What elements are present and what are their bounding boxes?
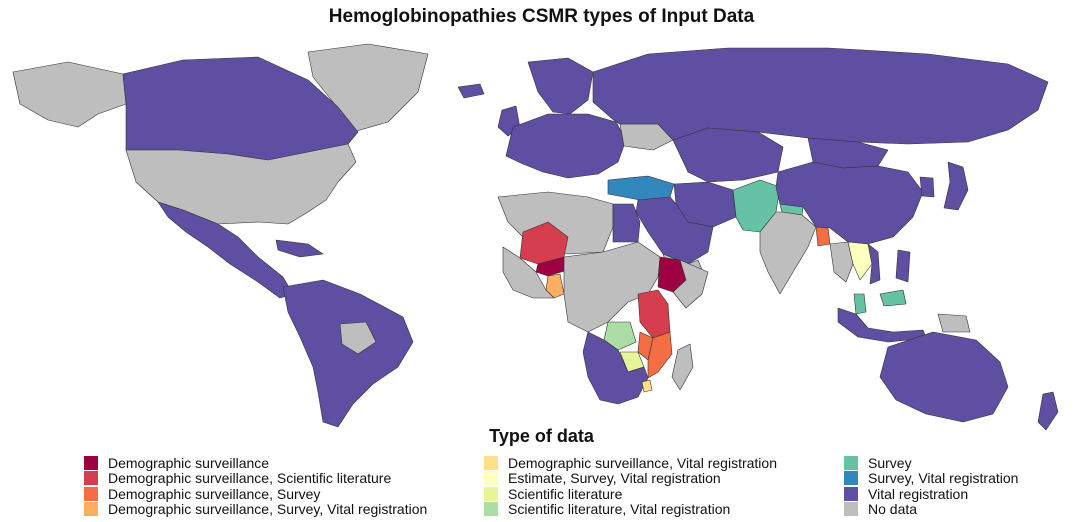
map-title: Hemoglobinopathies CSMR types of Input D…	[328, 6, 755, 27]
legend-item: Scientific literature	[484, 486, 844, 502]
map-region-papua-new-guinea	[937, 313, 971, 333]
legend-swatch	[844, 455, 858, 470]
map-region-usa	[125, 143, 357, 225]
map-region-mozambique	[647, 331, 673, 379]
legend-label: Demographic surveillance, Vital registra…	[508, 454, 777, 471]
legend-title: Type of data	[489, 426, 594, 446]
map-region-zambia	[603, 321, 637, 351]
map-region-korea	[919, 176, 935, 198]
map-region-vietnam-cambodia	[867, 243, 881, 285]
legend-item: Demographic surveillance, Scientific lit…	[84, 470, 484, 487]
map-region-horn-of-africa	[672, 259, 709, 309]
map-region-alaska	[12, 61, 127, 128]
map-region-egypt	[612, 203, 641, 243]
legend-swatch	[84, 502, 98, 517]
legend-item: Estimate, Survey, Vital registration	[484, 470, 844, 487]
legend-item: Survey, Vital registration	[844, 470, 1044, 487]
map-region-new-zealand	[1037, 391, 1059, 431]
legend-label: Scientific literature	[508, 485, 623, 502]
map-region-china	[775, 161, 924, 245]
legend-swatch	[84, 471, 98, 486]
map-region-myanmar	[829, 241, 854, 283]
map-region-malaysia	[853, 289, 907, 315]
map-region-west-africa	[502, 246, 555, 299]
legend-label: Demographic surveillance, Scientific lit…	[108, 470, 392, 487]
legend-item: Survey	[844, 455, 1044, 471]
legend-label: Demographic surveillance, Survey	[108, 485, 321, 502]
map-region-turkey	[607, 175, 675, 201]
legend-item: Demographic surveillance, Survey	[84, 486, 484, 502]
legend-swatch	[844, 471, 858, 486]
legend-item: Scientific literature, Vital registratio…	[484, 501, 844, 518]
legend-item: Demographic surveillance	[84, 455, 484, 471]
map-region-bangladesh	[815, 226, 831, 247]
map-region-india	[759, 211, 817, 295]
legend-label: Demographic surveillance, Survey, Vital …	[108, 501, 428, 518]
map-region-middle-east	[635, 196, 714, 265]
map-region-south-america	[282, 279, 414, 428]
legend-swatch	[484, 486, 498, 501]
map-region-greenland	[307, 43, 429, 133]
map-region-tanzania	[637, 289, 671, 339]
legend-swatch	[484, 502, 498, 517]
legend-item: Demographic surveillance, Vital registra…	[484, 455, 844, 471]
map-region-indonesia	[837, 307, 927, 343]
map-region-swaziland	[641, 379, 653, 393]
legend-label: Estimate, Survey, Vital registration	[508, 470, 721, 487]
map-region-russia	[592, 47, 1049, 145]
legend-swatch	[84, 486, 98, 501]
map-region-madagascar	[671, 343, 694, 391]
map-region-australia	[879, 331, 1009, 423]
legend: Demographic surveillance Demographic sur…	[84, 455, 1044, 519]
legend-label: No data	[868, 501, 918, 518]
map-region-scandinavia	[527, 57, 594, 115]
map-region-thailand-laos	[847, 241, 873, 281]
legend-swatch	[844, 502, 858, 517]
map-region-europe	[505, 113, 627, 179]
map-region-burkina-faso	[535, 256, 569, 277]
world-map	[8, 32, 1075, 432]
map-region-japan	[943, 161, 969, 211]
map-region-bolivia	[339, 321, 377, 355]
map-region-central-asia	[672, 127, 784, 183]
legend-label: Vital registration	[868, 485, 969, 502]
legend-item: Demographic surveillance, Survey, Vital …	[84, 501, 484, 518]
legend-label: Demographic surveillance	[108, 454, 270, 471]
map-region-iceland	[457, 83, 485, 99]
legend-item: No data	[844, 501, 1044, 518]
world-map-svg	[12, 43, 1059, 431]
legend-label: Scientific literature, Vital registratio…	[508, 501, 731, 518]
legend-swatch	[484, 455, 498, 470]
legend-swatch	[84, 455, 98, 470]
legend-label: Survey	[868, 454, 912, 471]
map-region-caribbean	[275, 239, 324, 258]
legend-label: Survey, Vital registration	[868, 470, 1019, 487]
legend-swatch	[484, 471, 498, 486]
legend-item: Vital registration	[844, 486, 1044, 502]
legend-swatch	[844, 486, 858, 501]
map-region-philippines	[895, 249, 911, 283]
map-region-ghana	[545, 273, 565, 299]
